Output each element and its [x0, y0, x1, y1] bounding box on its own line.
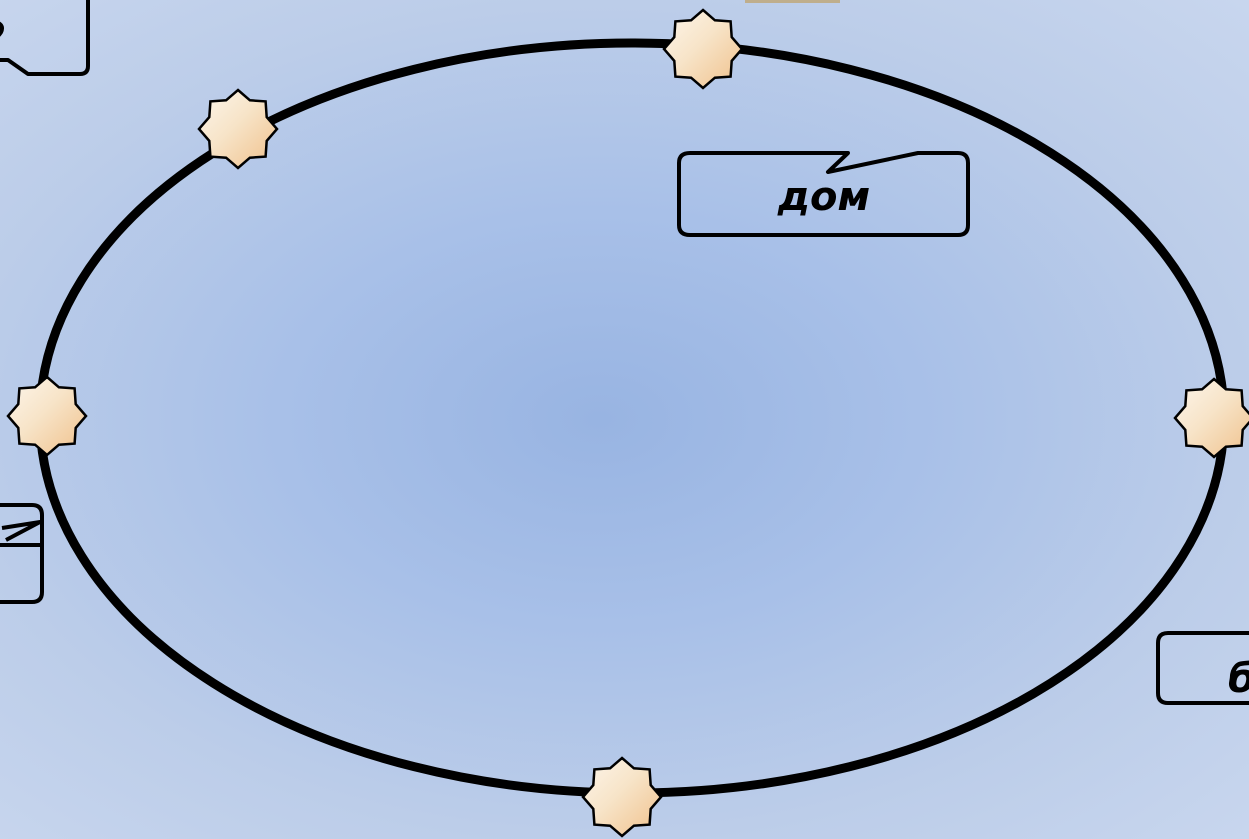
- callout-left-partial: [0, 503, 44, 604]
- partial-glyph: [0, 21, 4, 37]
- cropped-image-strip: [745, 0, 840, 3]
- star-marker-right: [1173, 377, 1249, 459]
- star-marker-top-left: [197, 88, 279, 170]
- callout-dom: дом: [677, 151, 970, 237]
- callout-top-left-partial: [0, 0, 90, 76]
- star-marker-bottom: [581, 756, 663, 838]
- star-marker-top: [662, 8, 744, 90]
- star-marker-left: [6, 375, 88, 457]
- ring-stars: [6, 8, 1249, 838]
- callout-dom-label: дом: [777, 174, 870, 220]
- callout-right-label: б: [1228, 656, 1249, 702]
- callout-right-partial: б: [1156, 631, 1249, 705]
- callout-left-tail: [1, 520, 42, 542]
